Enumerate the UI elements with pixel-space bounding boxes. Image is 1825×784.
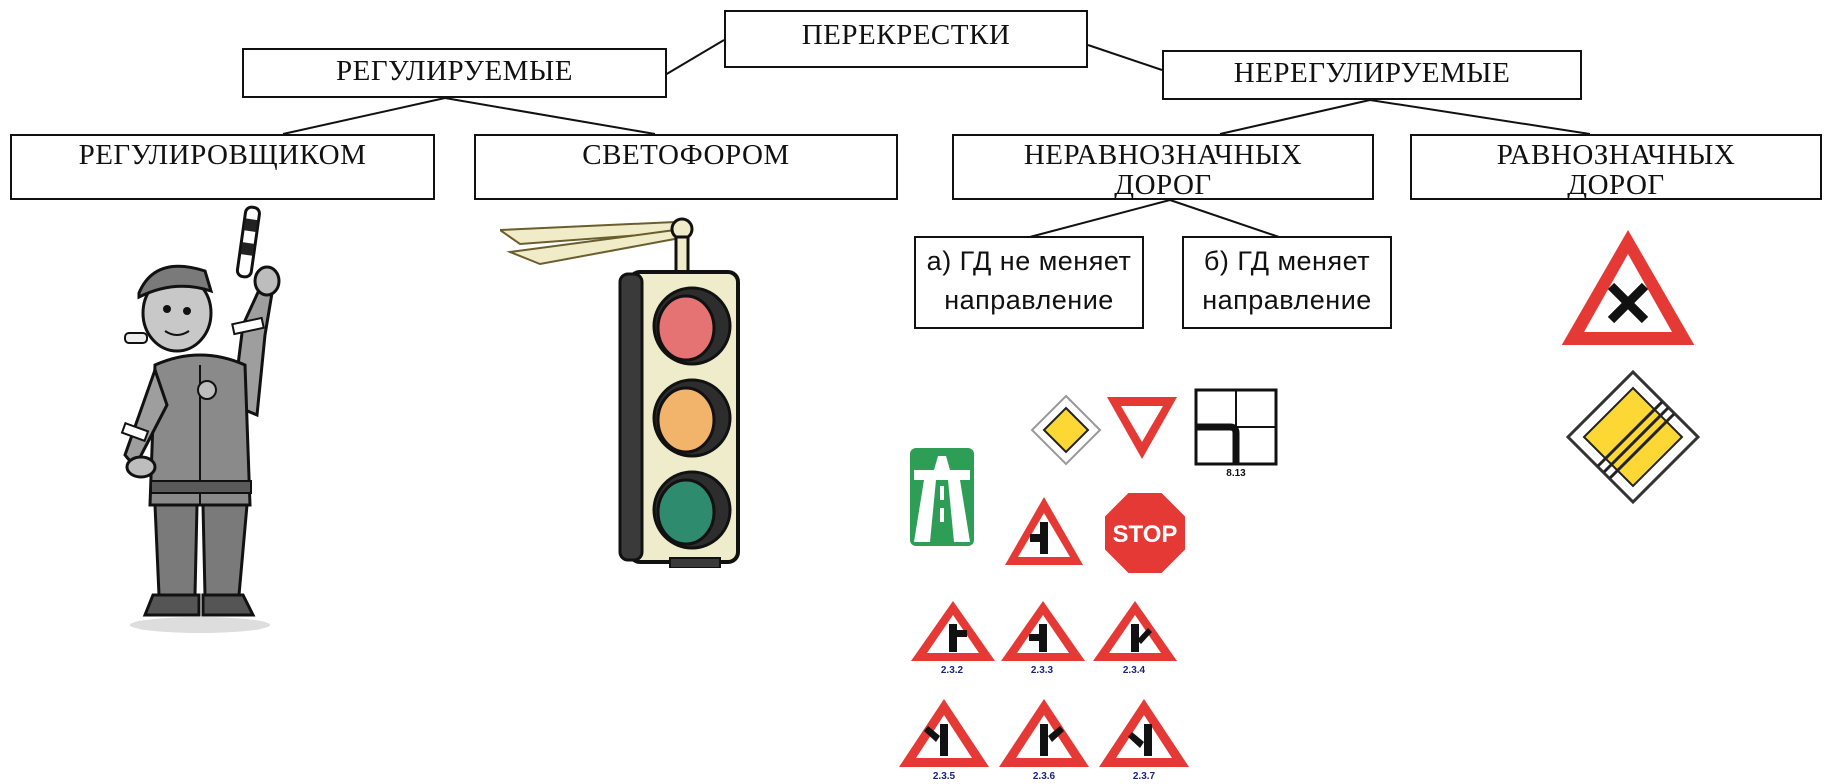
equal-roads-line2: ДОРОГ — [1567, 169, 1665, 202]
stop-sign-icon: STOP — [1103, 491, 1187, 575]
traffic-light-node: СВЕТОФОРОМ — [474, 134, 898, 200]
traffic-light-icon — [500, 217, 740, 568]
plate-code-label: 8.13 — [1226, 468, 1246, 479]
connector-unequal-case-b — [1169, 199, 1283, 239]
connector-unregulated-equal — [1369, 99, 1591, 135]
root-label: ПЕРЕКРЕСТКИ — [801, 19, 1011, 51]
case-a-line1: а) ГД не меняет — [926, 246, 1132, 276]
regulated-label: РЕГУЛИРУЕМЫЕ — [336, 55, 573, 87]
unequal-roads-node: НЕРАВНОЗНАЧНЫХ ДОРОГ — [952, 134, 1374, 202]
root-node: ПЕРЕКРЕСТКИ — [724, 10, 1088, 68]
code-2-3-6: 2.3.6 — [1032, 771, 1056, 782]
sign-2-3-3-icon — [1001, 601, 1085, 661]
code-2-3-2: 2.3.2 — [940, 665, 964, 676]
code-2-3-7: 2.3.7 — [1132, 771, 1156, 782]
sign-2-3-6-icon — [999, 699, 1089, 767]
connector-regulated-officer — [282, 97, 446, 135]
main-road-sign-icon — [1030, 394, 1102, 466]
connector-root-regulated — [664, 39, 725, 76]
unregulated-label: НЕРЕГУЛИРУЕМЫЕ — [1233, 57, 1511, 89]
motorway-sign-icon — [910, 448, 974, 546]
traffic-light-label: СВЕТОФОРОМ — [582, 139, 790, 171]
connector-unregulated-unequal — [1219, 99, 1371, 135]
code-2-3-4: 2.3.4 — [1122, 665, 1146, 676]
connector-regulated-light — [444, 97, 656, 135]
case-b-line2: направление — [1202, 285, 1372, 316]
equal-roads-line1: РАВНОЗНАЧНЫХ — [1496, 139, 1736, 171]
connector-root-unregulated — [1087, 44, 1163, 71]
main-road-direction-plate-icon — [1194, 388, 1278, 466]
officer-label: РЕГУЛИРОВЩИКОМ — [78, 139, 367, 171]
case-b-node: б) ГД меняет направление — [1182, 236, 1392, 329]
unequal-roads-line2: ДОРОГ — [1114, 169, 1212, 202]
unregulated-node: НЕРЕГУЛИРУЕМЫЕ — [1162, 50, 1582, 100]
case-b-line1: б) ГД меняет — [1203, 246, 1371, 276]
sign-2-3-5-icon — [899, 699, 989, 767]
equal-crossroads-sign-icon — [1558, 225, 1698, 347]
traffic-police-officer-icon — [120, 205, 281, 633]
code-2-3-5: 2.3.5 — [932, 771, 956, 782]
end-of-main-road-sign-icon — [1566, 370, 1700, 504]
case-a-node: а) ГД не меняет направление — [914, 236, 1144, 329]
equal-roads-node: РАВНОЗНАЧНЫХ ДОРОГ — [1410, 134, 1822, 202]
give-way-sign-icon — [1107, 397, 1177, 459]
stop-text: STOP — [1113, 521, 1178, 548]
regulated-node: РЕГУЛИРУЕМЫЕ — [242, 48, 667, 98]
sign-2-3-4-icon — [1093, 601, 1177, 661]
officer-node: РЕГУЛИРОВЩИКОМ — [10, 134, 435, 200]
connector-unequal-case-a — [1025, 199, 1171, 239]
unequal-roads-line1: НЕРАВНОЗНАЧНЫХ — [1023, 139, 1303, 171]
side-road-junction-sign-icon — [1005, 497, 1083, 565]
code-2-3-3: 2.3.3 — [1030, 665, 1054, 676]
sign-2-3-7-icon — [1099, 699, 1189, 767]
case-a-line2: направление — [944, 285, 1114, 316]
sign-2-3-2-icon — [911, 601, 995, 661]
